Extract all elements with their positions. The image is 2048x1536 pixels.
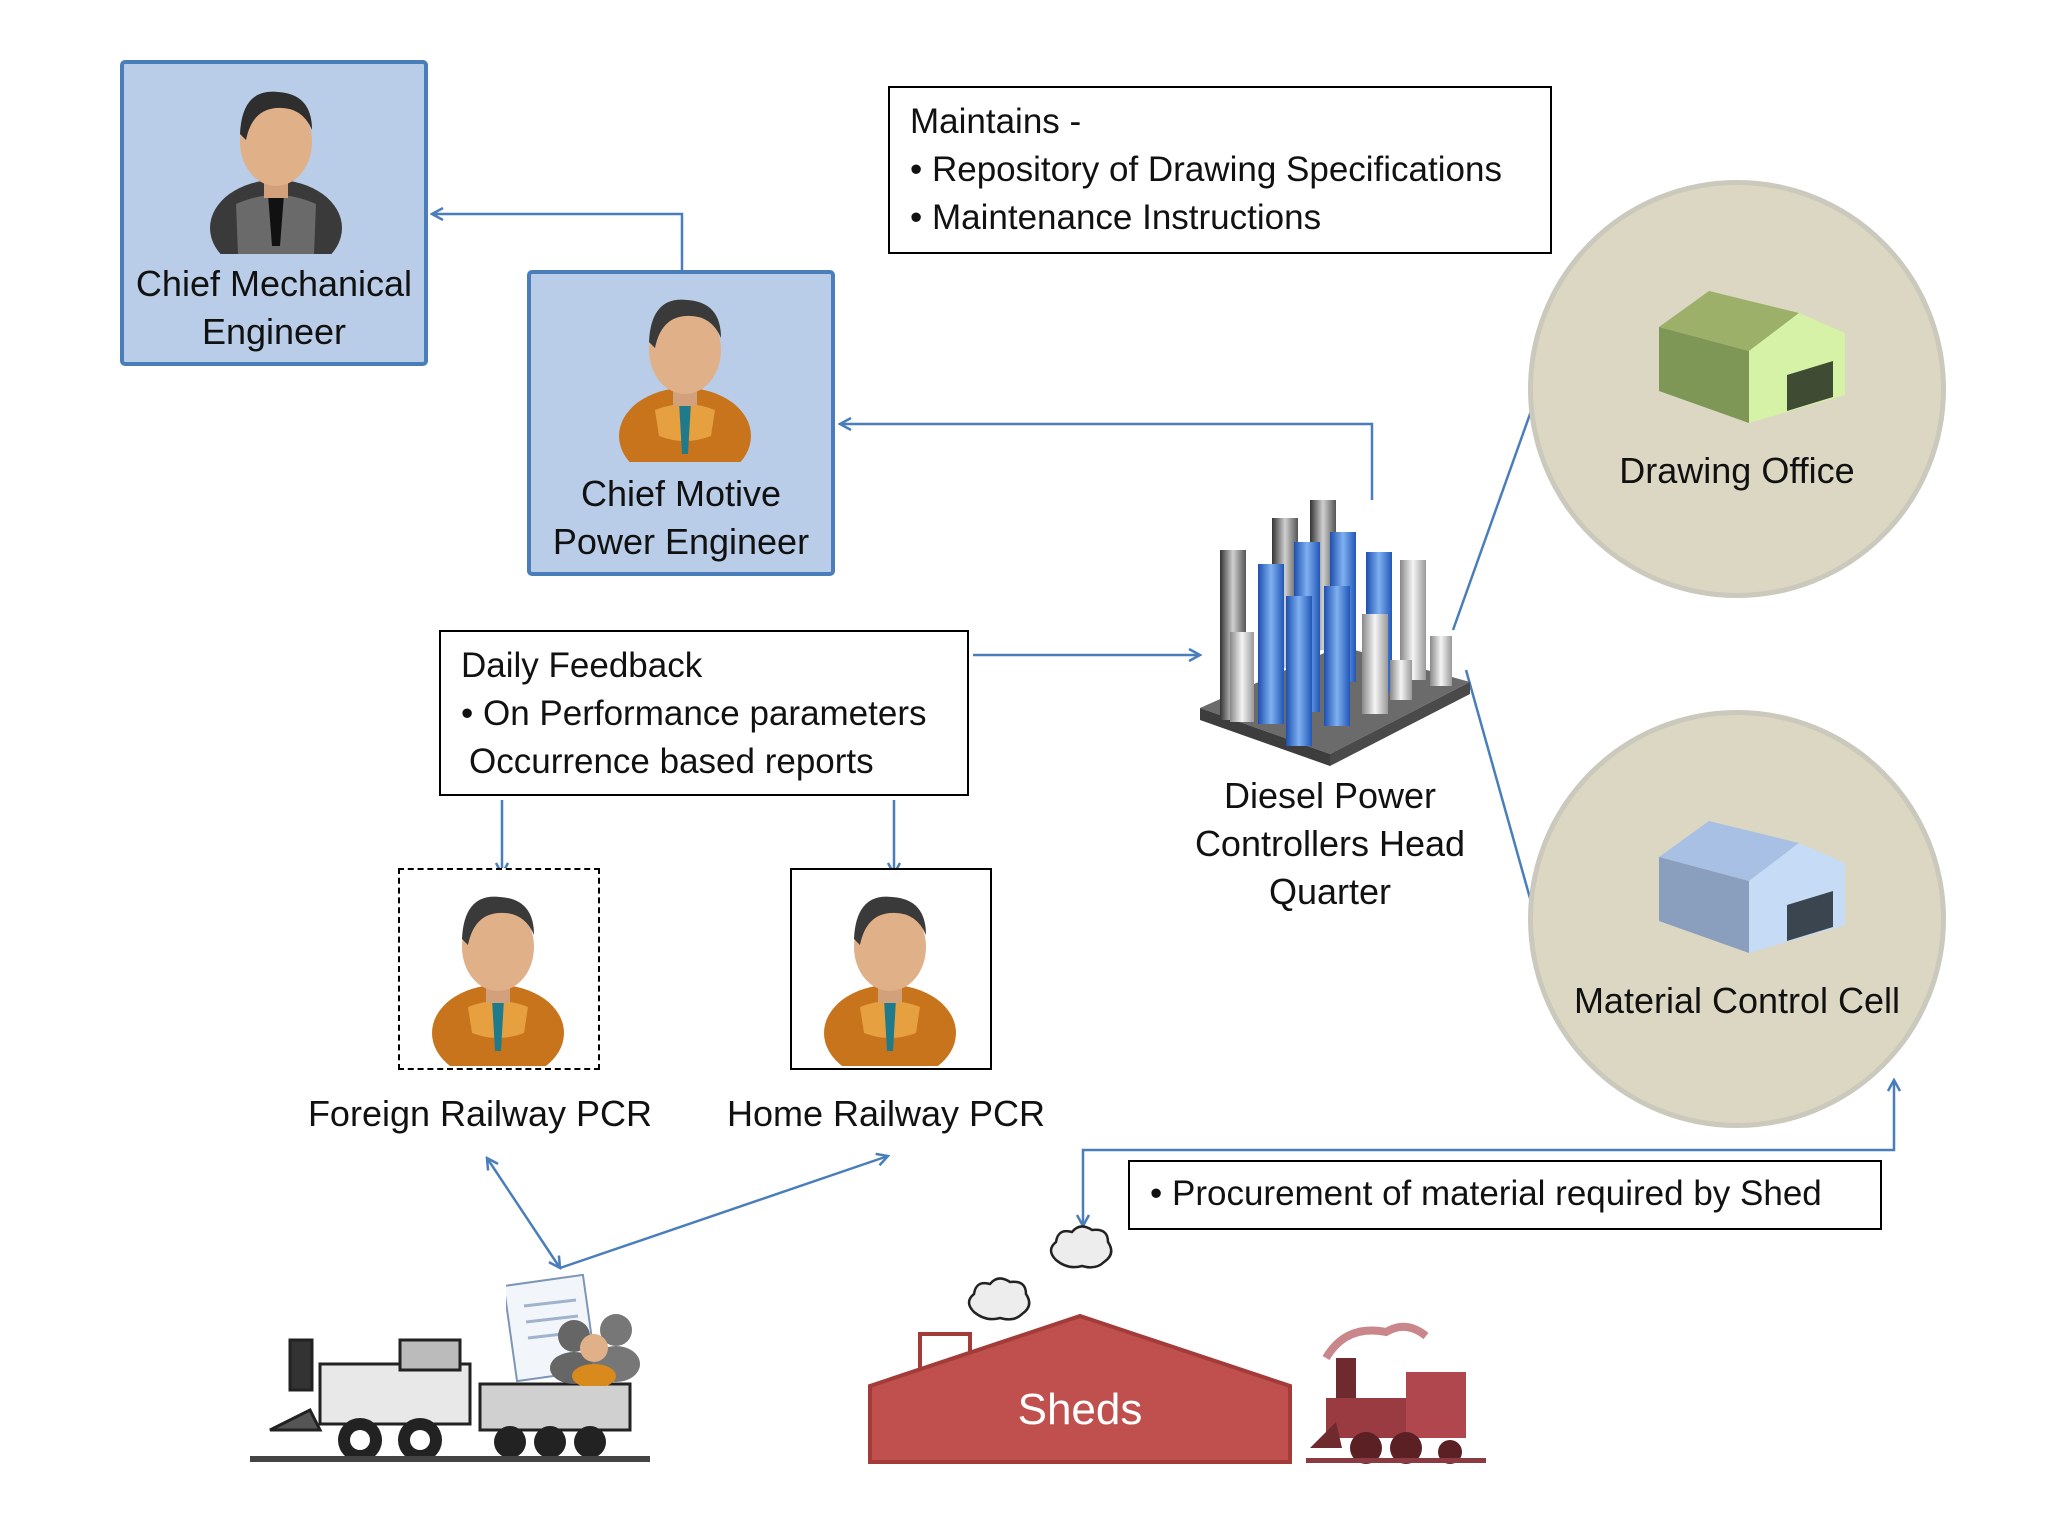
chief-motive-power-engineer-node: Chief Motive Power Engineer [527, 270, 835, 576]
maintains-item: • Maintenance Instructions [910, 198, 1322, 237]
building-icon [1659, 821, 1845, 953]
person-icon [824, 896, 956, 1066]
cloud-icon [1049, 1225, 1113, 1269]
foreign-railway-pcr-label: Foreign Railway PCR [307, 1093, 653, 1134]
maintains-heading: Maintains - [910, 102, 1082, 141]
procurement-note: • Procurement of material required by Sh… [1128, 1160, 1882, 1230]
chief-motive-power-engineer-label: Chief Motive Power Engineer [552, 473, 810, 562]
diesel-power-controllers-hq-node: Diesel Power Controllers Head Quarter [1190, 496, 1490, 916]
cloud-icon [967, 1277, 1031, 1321]
chief-mechanical-engineer-node: Chief Mechanical Engineer [120, 60, 428, 366]
document-icon [506, 1273, 640, 1386]
daily-feedback-item: • On Performance parameters [461, 694, 927, 733]
connector-train-foreign-pcr [487, 1158, 560, 1268]
connector-hq-to-cmpe [840, 424, 1374, 500]
chief-mechanical-engineer-label: Chief Mechanical Engineer [135, 263, 413, 352]
home-railway-pcr-label: Home Railway PCR [726, 1093, 1046, 1134]
procurement-item: • Procurement of material required by Sh… [1150, 1174, 1822, 1213]
connector-hq-to-drawing-office [1451, 399, 1537, 631]
diesel-power-controllers-hq-label: Diesel Power Controllers Head Quarter [1194, 775, 1466, 912]
daily-feedback-item: Occurrence based reports [469, 742, 874, 781]
daily-feedback-heading: Daily Feedback [461, 646, 703, 685]
maintains-note: Maintains - • Repository of Drawing Spec… [888, 86, 1552, 254]
drawing-office-node: Drawing Office [1528, 180, 1946, 598]
connector-train-home-pcr [559, 1156, 888, 1270]
locomotive-icon [250, 1338, 650, 1462]
material-control-cell-node: Material Control Cell [1528, 710, 1946, 1128]
connector-cmpe-to-cme [432, 214, 684, 270]
bar-chart-icon [1200, 500, 1470, 766]
maintains-item: • Repository of Drawing Specifications [910, 150, 1502, 189]
daily-feedback-note: Daily Feedback • On Performance paramete… [439, 630, 969, 796]
person-icon [432, 896, 564, 1066]
foreign-railway-pcr-box [398, 868, 600, 1070]
home-railway-pcr-box [790, 868, 992, 1070]
drawing-office-label: Drawing Office [1619, 450, 1855, 491]
person-icon [619, 299, 751, 462]
material-control-cell-label: Material Control Cell [1573, 980, 1901, 1021]
sheds-label: Sheds [1018, 1385, 1143, 1434]
building-icon [1659, 291, 1845, 423]
sheds-node: Sheds [868, 1313, 1292, 1464]
connector-hq-to-material-cell [1464, 669, 1537, 917]
locomotive-icon [1306, 1322, 1486, 1464]
person-icon [210, 91, 342, 254]
connector-material-cell-to-sheds [1083, 1080, 1894, 1226]
